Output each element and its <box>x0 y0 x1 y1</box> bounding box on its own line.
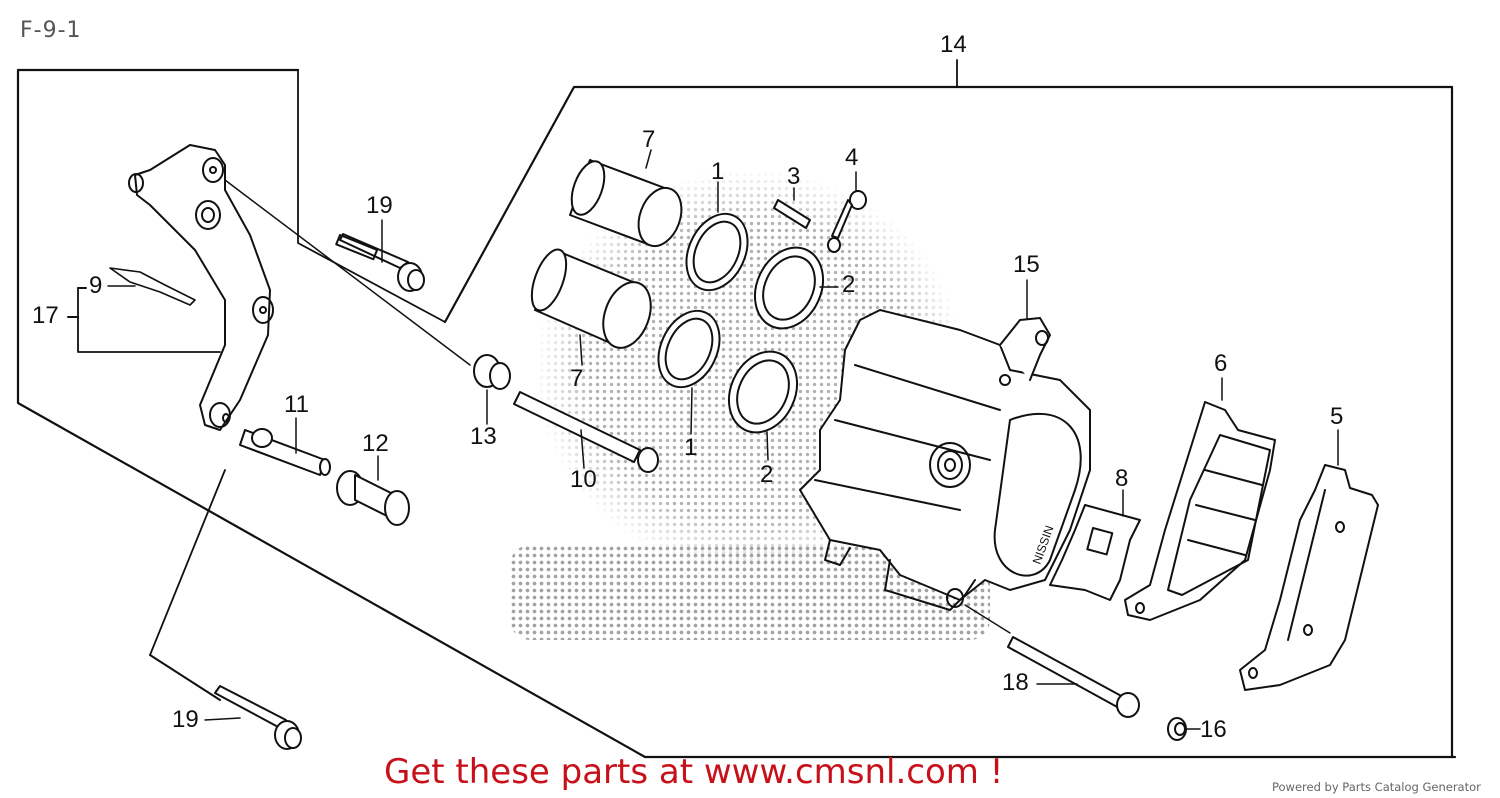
pad-pin-plug <box>1167 717 1201 741</box>
caliper-piston-lower <box>530 248 652 366</box>
dust-seal-upper <box>753 246 839 330</box>
callout-13[interactable]: 13 <box>470 423 497 450</box>
callout-1-upper[interactable]: 1 <box>711 158 725 185</box>
callout-11[interactable]: 11 <box>284 391 309 418</box>
callout-4[interactable]: 4 <box>845 144 859 171</box>
bracket-group-frame <box>16 68 1457 759</box>
callout-5[interactable]: 5 <box>1330 403 1344 430</box>
dust-seal-lower <box>727 350 799 461</box>
callout-19-lower[interactable]: 19 <box>172 706 199 733</box>
pad-pin <box>964 604 1140 718</box>
brake-pad-inner <box>1124 377 1276 621</box>
piston-seal-upper <box>685 181 749 292</box>
callout-19-upper[interactable]: 19 <box>366 192 393 219</box>
callout-17[interactable]: 17 <box>32 302 59 329</box>
page-title: F-9-1 <box>20 18 82 43</box>
callout-16[interactable]: 16 <box>1200 716 1227 743</box>
callout-2-upper[interactable]: 2 <box>842 271 856 298</box>
callout-6[interactable]: 6 <box>1214 350 1228 377</box>
boot-13 <box>473 354 511 425</box>
callout-9[interactable]: 9 <box>89 272 103 299</box>
callout-8[interactable]: 8 <box>1115 465 1129 492</box>
callout-2-lower[interactable]: 2 <box>760 461 774 488</box>
promo-link[interactable]: Get these parts at www.cmsnl.com ! <box>384 752 1004 792</box>
bracket-pin <box>239 417 331 476</box>
piston-seal-lower <box>657 309 721 435</box>
callout-7-upper[interactable]: 7 <box>642 126 656 153</box>
bleed-cap <box>827 171 867 253</box>
callout-7-lower[interactable]: 7 <box>570 365 584 392</box>
flange-bolt-lower <box>204 685 302 750</box>
callout-14[interactable]: 14 <box>940 31 967 58</box>
pin-boot <box>336 455 410 526</box>
pad-spring <box>1049 489 1141 601</box>
callout-15[interactable]: 15 <box>1013 251 1040 278</box>
callout-3[interactable]: 3 <box>787 163 801 190</box>
caliper-bracket <box>128 144 274 431</box>
powered-by-text: Powered by Parts Catalog Generator <box>1272 780 1481 794</box>
caliper-body <box>799 279 1091 611</box>
caliper-group-frame <box>443 85 1454 759</box>
flange-bolt-upper <box>335 219 425 292</box>
callout-12[interactable]: 12 <box>362 430 389 457</box>
bleed-screw <box>773 187 811 229</box>
caliper-pin <box>513 391 659 473</box>
brake-pad-outer <box>1239 429 1379 691</box>
callout-18[interactable]: 18 <box>1002 669 1029 696</box>
caliper-piston-upper <box>569 149 683 248</box>
callout-1-lower[interactable]: 1 <box>684 434 698 461</box>
callout-10[interactable]: 10 <box>570 466 597 493</box>
